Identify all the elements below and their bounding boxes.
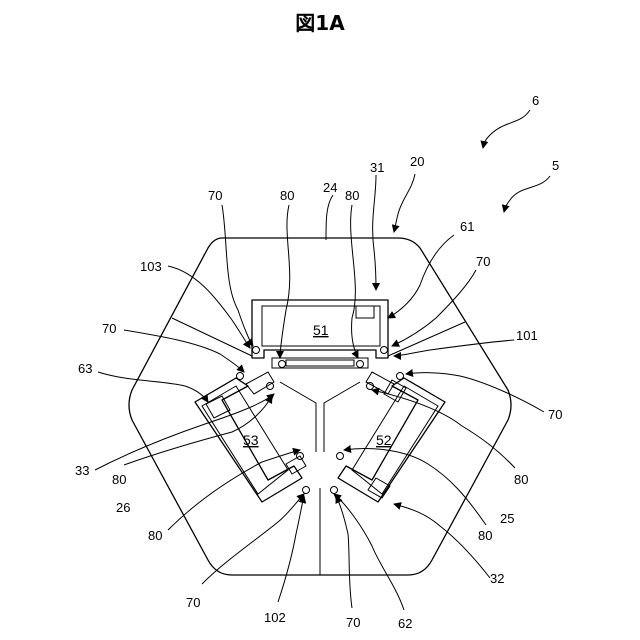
center-joint bbox=[280, 382, 360, 452]
label-51: 51 bbox=[313, 322, 329, 338]
label-70-bottom-left: 70 bbox=[186, 595, 200, 610]
label-102: 102 bbox=[264, 610, 286, 625]
label-70-top-right: 70 bbox=[476, 254, 490, 269]
label-103: 103 bbox=[140, 259, 162, 274]
figure-title: 図1A bbox=[295, 11, 345, 35]
label-80-top-left: 80 bbox=[280, 188, 294, 203]
label-52: 52 bbox=[376, 432, 392, 448]
label-26: 26 bbox=[116, 500, 130, 515]
label-70-mid-left: 70 bbox=[102, 321, 116, 336]
label-6: 6 bbox=[532, 93, 539, 108]
label-80-bottom-left: 80 bbox=[148, 528, 162, 543]
label-53: 53 bbox=[243, 432, 259, 448]
label-20: 20 bbox=[410, 154, 424, 169]
label-62: 62 bbox=[398, 616, 412, 631]
label-80-top-right: 80 bbox=[345, 188, 359, 203]
label-80-left: 80 bbox=[112, 472, 126, 487]
label-70-bottom-mid: 70 bbox=[346, 615, 360, 630]
label-24: 24 bbox=[323, 180, 337, 195]
label-32: 32 bbox=[490, 571, 504, 586]
label-31: 31 bbox=[370, 160, 384, 175]
label-25: 25 bbox=[500, 511, 514, 526]
label-61: 61 bbox=[460, 219, 474, 234]
label-101: 101 bbox=[516, 328, 538, 343]
label-80-right: 80 bbox=[514, 472, 528, 487]
label-70-mid-right: 70 bbox=[548, 407, 562, 422]
label-80-bottom-right: 80 bbox=[478, 528, 492, 543]
label-70-top-left: 70 bbox=[208, 188, 222, 203]
label-33: 33 bbox=[75, 463, 89, 478]
label-5: 5 bbox=[552, 158, 559, 173]
label-63: 63 bbox=[78, 361, 92, 376]
